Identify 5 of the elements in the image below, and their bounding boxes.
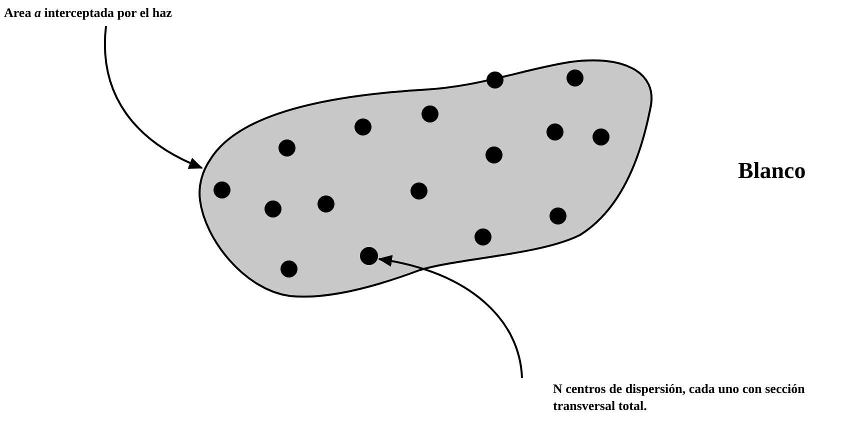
annotation-text: Area a interceptada por el haz [4, 4, 234, 21]
pointer-arrow [104, 26, 203, 169]
target-label: Blanco [738, 157, 806, 185]
annotation-text: N centros de dispersión, cada uno con sección transversal total. [553, 380, 825, 414]
pointer-arrow [378, 255, 523, 378]
